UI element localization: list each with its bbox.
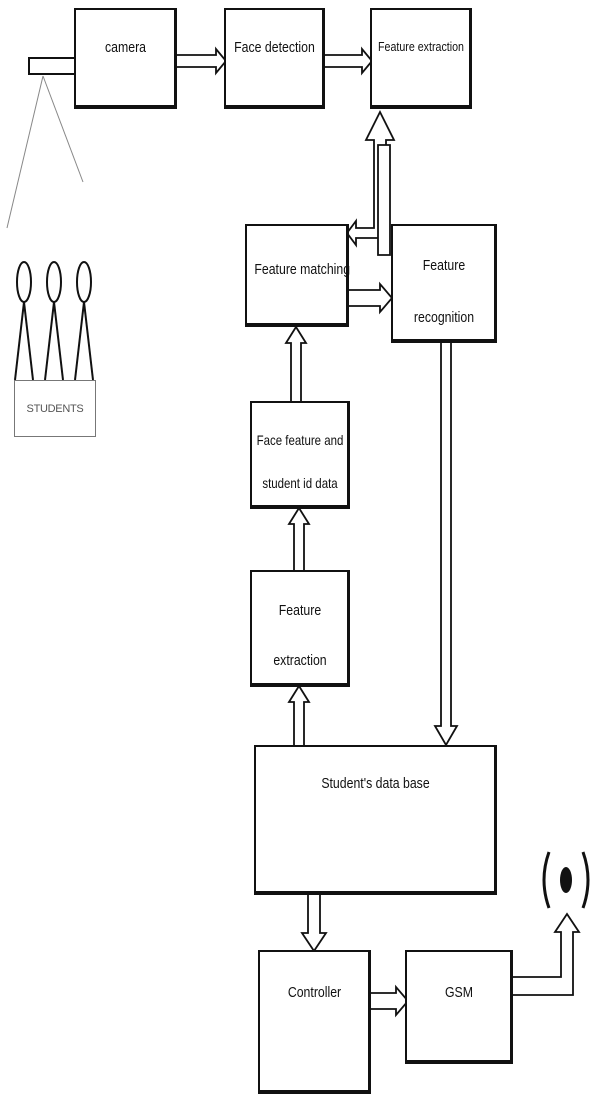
feature-extraction-lower-label-line1: Feature (259, 597, 341, 625)
feature-recognition-label-line1: Feature (401, 252, 488, 280)
feature-extraction-lower-label-line2: extraction (259, 647, 341, 675)
students-database-label: Student's data base (276, 770, 475, 798)
student-figure-icon (15, 262, 33, 380)
arrow-feature-recognition-up (378, 145, 390, 255)
face-detection-label: Face detection (233, 34, 316, 62)
feature-recognition-label-line2: recognition (401, 304, 488, 332)
arrow-controller-to-gsm (370, 987, 408, 1015)
controller-block (258, 950, 371, 1094)
arrow-feature-recognition-to-database (435, 342, 457, 745)
feature-extraction-top-label: Feature extraction (376, 33, 466, 61)
arrow-database-to-controller (302, 893, 326, 951)
arrow-face-detection-to-feature-extraction (324, 49, 372, 73)
gsm-label: GSM (415, 979, 504, 1007)
gsm-block (405, 950, 513, 1064)
student-figure-icon (75, 262, 93, 380)
arrow-feature-extraction-to-face-feature (289, 508, 309, 572)
camera-view-line-left (7, 76, 43, 228)
students-database-block (254, 745, 497, 895)
students-label: STUDENTS (14, 380, 96, 437)
camera-label: camera (83, 34, 167, 62)
arrow-database-to-feature-extraction (289, 686, 309, 747)
student-figure-icon (45, 262, 63, 380)
feature-matching-label: Feature matching (254, 256, 339, 284)
wireless-antenna-icon (544, 852, 588, 908)
arrow-gsm-to-antenna (511, 914, 579, 995)
arrow-face-feature-to-feature-matching (286, 327, 306, 402)
arrow-feature-matching-to-feature-recognition (348, 284, 392, 312)
face-feature-label-line2: student id data (256, 469, 345, 497)
camera-lens-icon (29, 58, 76, 74)
arrow-camera-to-face-detection (176, 49, 226, 73)
face-feature-label-line1: Face feature and (256, 426, 345, 454)
controller-label: Controller (268, 979, 361, 1007)
